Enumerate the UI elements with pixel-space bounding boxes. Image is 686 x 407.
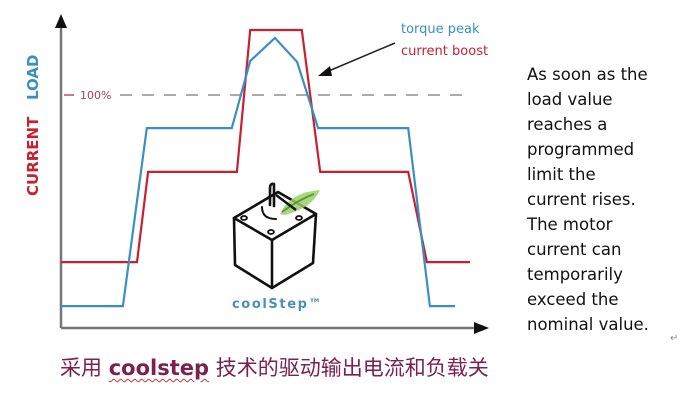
annotation-current-boost: current boost xyxy=(401,44,488,59)
caption-suffix: 技术的驱动输出电流和负载关 xyxy=(209,356,489,380)
annotation-arrow xyxy=(323,42,396,74)
leaf-icon xyxy=(275,190,320,215)
y-label-load: LOAD xyxy=(24,55,42,100)
chart: CURRENT LOAD 100% torque peak current bo… xyxy=(24,14,489,334)
series-line-load xyxy=(61,36,456,308)
paragraph-return-icon: ↵ xyxy=(670,333,679,344)
description-line: As soon as the xyxy=(527,65,648,84)
description-line: limit the xyxy=(527,165,596,184)
series-line-current xyxy=(61,28,471,264)
annotation-torque-peak: torque peak xyxy=(401,22,480,37)
description-line: programmed xyxy=(527,140,635,159)
description-line: reaches a xyxy=(527,115,608,134)
description-line: temporarily xyxy=(527,265,623,284)
description-line: The motor xyxy=(527,215,613,234)
axes xyxy=(55,14,489,334)
reference-label: 100% xyxy=(80,89,111,102)
caption-prefix: 采用 xyxy=(60,356,109,380)
figure-caption: 采用 coolstep 技术的驱动输出电流和负载关 xyxy=(60,352,489,382)
description-line: current rises. xyxy=(527,190,636,209)
y-axis-arrow-icon xyxy=(55,14,67,28)
description-line: current can xyxy=(527,240,622,259)
description-line: load value xyxy=(527,90,613,109)
logo-text: coolStep™ xyxy=(232,297,323,312)
coolstep-logo: coolStep™ xyxy=(232,182,323,312)
annotation-arrow-head-icon xyxy=(318,66,332,76)
x-axis-arrow-icon xyxy=(474,322,489,334)
description-line: exceed the xyxy=(527,290,619,309)
description-line: nominal value. xyxy=(527,315,649,334)
caption-latin: coolstep xyxy=(108,356,210,380)
y-label-current: CURRENT xyxy=(24,116,42,196)
description-text: As soon as the load value reaches a program… xyxy=(527,62,677,337)
motor-cube-icon xyxy=(232,182,318,290)
